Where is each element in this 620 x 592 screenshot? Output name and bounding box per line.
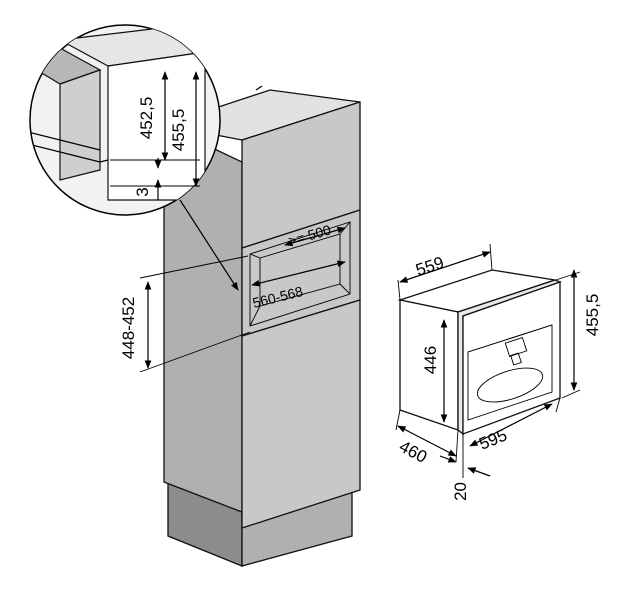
appliance-front-width-label: 595: [476, 425, 509, 453]
detail-gap-label: 3: [133, 187, 152, 196]
cabinet-lower-door: [241, 299, 361, 529]
niche-height-label: 448-452: [119, 297, 138, 359]
detail-outer-height-label: 455,5: [169, 109, 188, 152]
front-panel-thickness-label: 20: [451, 482, 470, 501]
appliance-depth-label: 460: [396, 437, 430, 467]
detail-callout: 452,5 455,5 3: [29, 24, 221, 216]
appliance-height-label: 455,5: [583, 294, 602, 337]
detail-inner-height-label: 452,5: [137, 97, 156, 140]
appliance-width-label: 559: [413, 253, 446, 280]
pointer-arrow: [179, 199, 239, 291]
appliance-front-height-label: 446: [421, 346, 440, 374]
tall-cabinet: [161, 85, 361, 567]
